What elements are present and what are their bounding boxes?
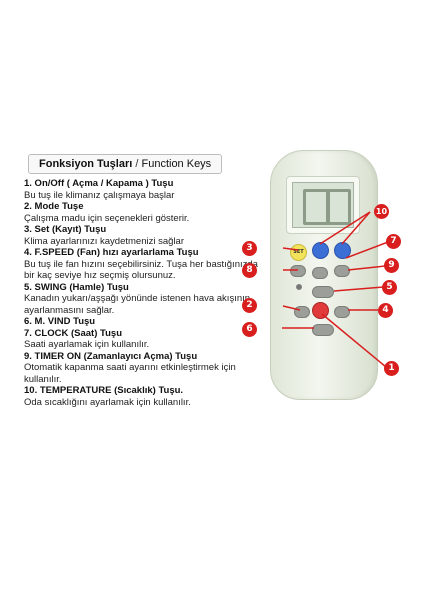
swing-button [312,286,334,298]
key-heading: 4. F.SPEED (Fan) hızı ayarlarlama Tuşu [24,247,199,258]
lcd-digit [327,189,351,225]
key-item-9: 9. TIMER ON (Zamanlayıcı Açma) Tuşu Otom… [24,351,260,386]
title-turkish: Fonksiyon Tuşları [39,158,133,170]
callout-6: 6 [242,322,257,337]
key-description: Saati ayarlamak için kullanılır. [24,339,150,350]
callout-line-7 [345,241,389,259]
key-item-3: 3. Set (Kayıt) Tuşu Klima ayarlarınızı k… [24,224,260,247]
key-item-5: 5. SWING (Hamle) Tuşu Kanadın yukarı/aşş… [24,282,260,317]
callout-lines [282,211,389,368]
key-description: Oda sıcaklığını ayarlamak için kullanılı… [24,396,191,408]
callout-8: 8 [242,263,257,278]
key-item-1: 1. On/Off ( Açma / Kapama ) Tuşu Bu tuş … [24,178,260,201]
key-heading: 6. M. VIND Tuşu [24,316,96,327]
timer-button [334,265,350,277]
key-item-4: 4. F.SPEED (Fan) hızı ayarlarlama Tuşu B… [24,247,260,282]
key-heading: 2. Mode Tuşe [24,201,84,212]
key-description: Kanadın yukarı/aşşağı yönünde istenen ha… [24,293,251,316]
title-english: Function Keys [141,158,212,170]
key-item-7: 7. CLOCK (Saat) Tuşu Saati ayarlamak içi… [24,328,260,351]
key-heading: 7. CLOCK (Saat) Tuşu [24,327,122,339]
title-separator: / [132,158,142,170]
key-heading: 10. TEMPERATURE (Sıcaklık) Tuşu. [24,385,184,396]
key-description: Bu tuş ile klimanız çalışmaya başlar [24,189,175,201]
callout-line-1 [321,313,387,368]
key-item-2: 2. Mode Tuşe Çalışma madu için seçenekle… [24,201,260,224]
callout-2: 2 [242,298,257,313]
function-keys-list: 1. On/Off ( Açma / Kapama ) Tuşu Bu tuş … [24,178,260,408]
indicator-dot [296,284,302,290]
key-heading: 9. TIMER ON (Zamanlayıcı Açma) Tuşu [24,350,198,362]
power-button [312,302,329,319]
key-heading: 5. SWING (Hamle) Tuşu [24,281,129,293]
callout-9: 9 [384,258,399,273]
function-keys-title: Fonksiyon Tuşları / Function Keys [28,154,223,174]
callout-line-9 [347,265,386,271]
callout-7: 7 [386,234,401,249]
mvind-button [312,324,334,336]
key-description: Çalışma madu için seçenekleri gösterir. [24,212,190,224]
set-button: SET [290,244,307,261]
key-heading: 1. On/Off ( Açma / Kapama ) Tuşu [24,178,174,189]
callout-10: 10 [374,204,389,219]
key-description: Klima ayarlarınızı kaydetmenizi sağlar [24,235,184,247]
fan-speed-button [334,306,350,318]
key-item-10: 10. TEMPERATURE (Sıcaklık) Tuşu. Oda sıc… [24,385,260,408]
callout-line-5 [333,286,384,292]
callout-1: 1 [384,361,399,376]
callout-line-2 [282,305,301,311]
key-item-6: 6. M. VIND Tuşu [24,316,260,328]
temp-up-button [312,242,329,259]
callout-4: 4 [378,303,393,318]
clock-button-left [290,265,306,277]
remote-illustration: SET 3 10 7 8 9 5 2 4 6 1 [242,150,420,410]
callout-line-10a [319,211,371,245]
callout-line-10b [341,211,371,245]
key-heading: 3. Set (Kayıt) Tuşu [24,224,107,235]
callout-3: 3 [242,241,257,256]
callout-line-3 [282,247,299,251]
key-description: Bu tuş ile fan hızını seçebilirsiniz. Tu… [24,258,258,282]
remote-lcd-screen [292,182,354,228]
callout-5: 5 [382,280,397,295]
key-description: Otomatik kapanma saati ayarını etkinleşt… [24,362,236,385]
clock-button [312,267,328,279]
